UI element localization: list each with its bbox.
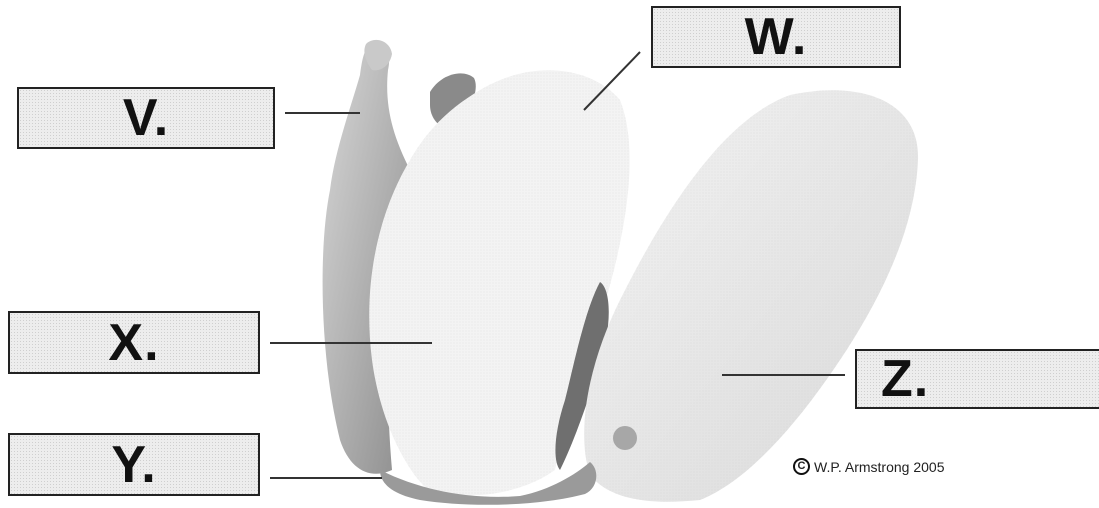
copyright-icon: C <box>793 458 810 475</box>
label-box-w[interactable]: W. <box>651 6 901 68</box>
label-z-text: Z. <box>881 349 929 409</box>
label-box-y[interactable]: Y. <box>8 433 260 496</box>
label-box-v[interactable]: V. <box>17 87 275 149</box>
label-x-text: X. <box>108 313 159 373</box>
copyright-credit: C W.P. Armstrong 2005 <box>793 458 944 475</box>
label-box-x[interactable]: X. <box>8 311 260 374</box>
stamen-knob <box>613 426 637 450</box>
label-v-text: V. <box>123 88 169 148</box>
credit-text: W.P. Armstrong 2005 <box>814 459 944 475</box>
label-w-text: W. <box>745 7 808 67</box>
label-box-z[interactable]: Z. <box>855 349 1099 409</box>
label-y-text: Y. <box>111 435 156 495</box>
